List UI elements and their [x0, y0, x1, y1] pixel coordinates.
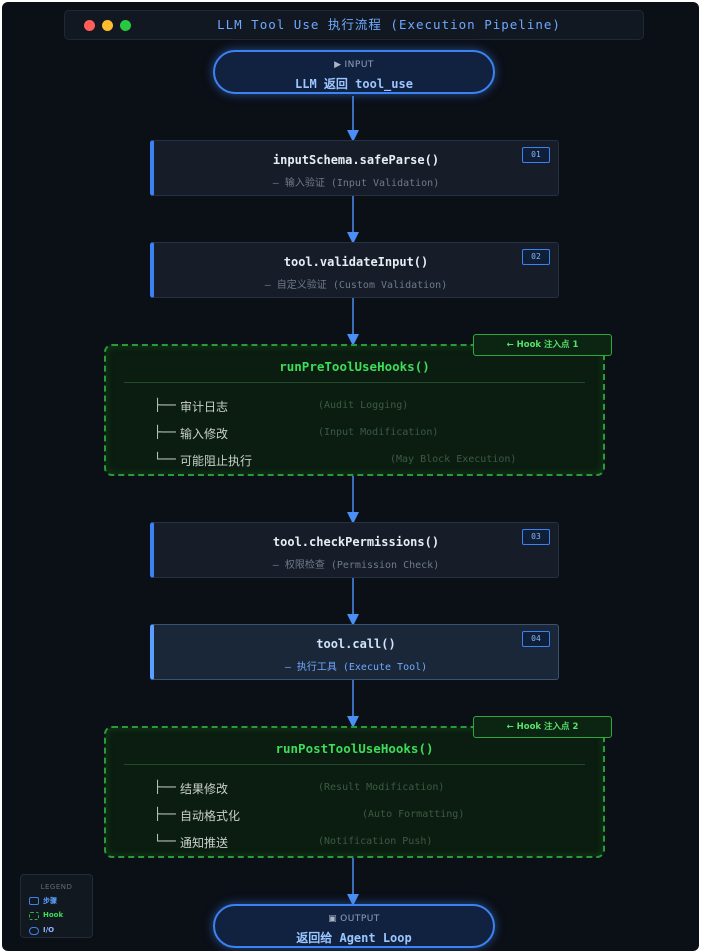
tree-branch: ├── — [154, 780, 176, 794]
step-description: — 执行工具 (Execute Tool) — [284, 662, 428, 673]
step-swatch-icon — [29, 897, 39, 905]
legend-label: Hook — [43, 911, 64, 919]
hook-injection-tag-1: ← Hook 注入点 1 — [473, 334, 612, 356]
hook-item-label: 可能阻止执行 — [180, 454, 253, 468]
hook-divider — [124, 382, 585, 383]
hook-item: ├── 审计日志 (Audit Logging) — [106, 398, 603, 414]
hook-item-english: (Notification Push) — [318, 836, 433, 847]
step-number-badge: 02 — [522, 249, 550, 265]
legend-label: 步骤 — [43, 897, 57, 905]
hook-item: ├── 输入修改 (Input Modification) — [106, 425, 603, 441]
input-label: LLM 返回 tool_use — [295, 77, 413, 91]
input-node: ▶INPUT LLM 返回 tool_use — [213, 50, 495, 94]
stop-icon: ▣ — [328, 914, 338, 924]
hook-item: ├── 自动格式化 (Auto Formatting) — [106, 807, 603, 823]
output-tag: ▣OUTPUT — [328, 914, 380, 924]
input-tag: ▶INPUT — [334, 60, 374, 70]
hook-item: └── 通知推送 (Notification Push) — [106, 834, 603, 850]
step-number-badge: 01 — [522, 147, 550, 163]
hook-item-english: (May Block Execution) — [390, 454, 517, 465]
step-function: inputSchema.safeParse() — [272, 153, 440, 167]
hook-item-label: 结果修改 — [180, 782, 229, 796]
legend-label: I/O — [43, 926, 55, 934]
step-number-badge: 04 — [522, 631, 550, 647]
hook-item-english: (Audit Logging) — [318, 400, 409, 411]
tree-branch: ├── — [154, 425, 176, 439]
hook-item-english: (Auto Formatting) — [362, 809, 465, 820]
minimize-window-button[interactable] — [102, 20, 113, 31]
window-titlebar: LLM Tool Use 执行流程 (Execution Pipeline) — [64, 10, 644, 40]
pre-tool-use-hooks: runPreToolUseHooks() ├── 审计日志 (Audit Log… — [104, 344, 605, 476]
hook-injection-tag-2: ← Hook 注入点 2 — [473, 716, 612, 738]
step-input-schema: inputSchema.safeParse() — 输入验证 (Input Va… — [150, 140, 559, 196]
hook-item-label: 审计日志 — [180, 400, 229, 414]
output-label: 返回给 Agent Loop — [296, 931, 412, 945]
step-tool-call: tool.call() — 执行工具 (Execute Tool) 04 — [150, 624, 559, 680]
step-function: tool.validateInput() — [283, 255, 429, 269]
hook-item-english: (Result Modification) — [318, 782, 445, 793]
legend: LEGEND 步骤 Hook I/O — [20, 874, 93, 938]
close-window-button[interactable] — [84, 20, 95, 31]
hook-title: runPreToolUseHooks() — [279, 359, 430, 374]
hook-divider — [124, 764, 585, 765]
step-number-badge: 03 — [522, 529, 550, 545]
hook-title: runPostToolUseHooks() — [275, 741, 434, 756]
tree-branch: ├── — [154, 807, 176, 821]
tree-branch: └── — [154, 452, 176, 466]
io-swatch-icon — [29, 927, 39, 935]
play-icon: ▶ — [334, 60, 342, 70]
hook-item-label: 输入修改 — [180, 427, 229, 441]
hook-item: └── 可能阻止执行 (May Block Execution) — [106, 452, 603, 468]
hook-item-label: 自动格式化 — [180, 809, 241, 823]
hook-item: ├── 结果修改 (Result Modification) — [106, 780, 603, 796]
legend-title: LEGEND — [40, 883, 73, 891]
step-check-permissions: tool.checkPermissions() — 权限检查 (Permissi… — [150, 522, 559, 578]
hook-item-label: 通知推送 — [180, 836, 229, 850]
step-description: — 输入验证 (Input Validation) — [272, 178, 440, 189]
window-title: LLM Tool Use 执行流程 (Execution Pipeline) — [217, 17, 561, 32]
step-description: — 自定义验证 (Custom Validation) — [264, 280, 448, 291]
step-validate-input: tool.validateInput() — 自定义验证 (Custom Val… — [150, 242, 559, 298]
post-tool-use-hooks: runPostToolUseHooks() ├── 结果修改 (Result M… — [104, 726, 605, 858]
maximize-window-button[interactable] — [120, 20, 131, 31]
hook-item-english: (Input Modification) — [318, 427, 439, 438]
hook-swatch-icon — [29, 912, 39, 920]
tree-branch: └── — [154, 834, 176, 848]
step-function: tool.checkPermissions() — [272, 535, 440, 549]
output-node: ▣OUTPUT 返回给 Agent Loop — [213, 904, 495, 948]
step-description: — 权限检查 (Permission Check) — [272, 560, 440, 571]
tree-branch: ├── — [154, 398, 176, 412]
step-function: tool.call() — [316, 637, 396, 651]
